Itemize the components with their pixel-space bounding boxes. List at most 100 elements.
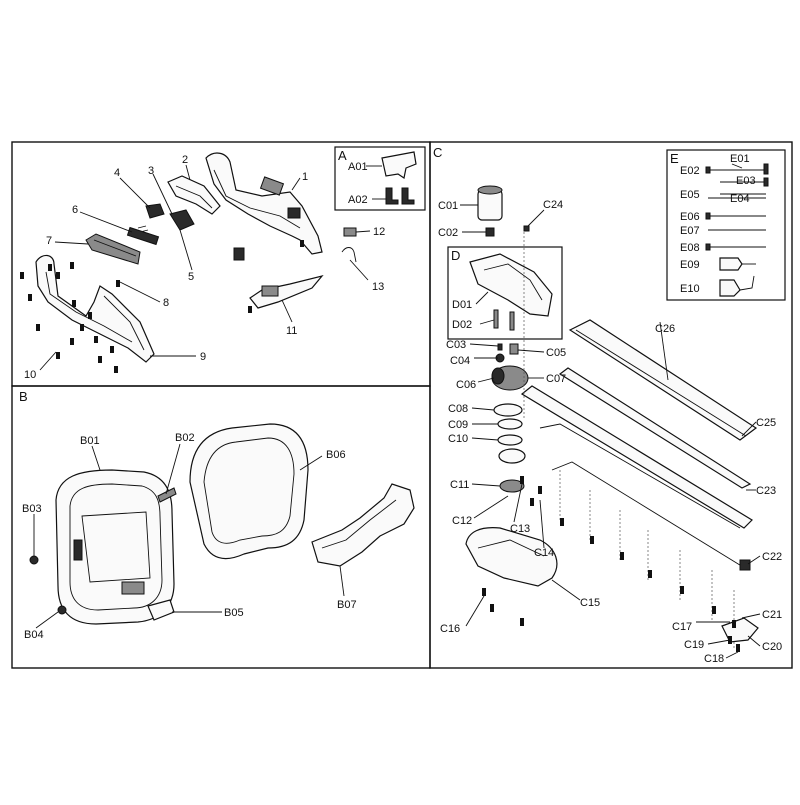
label-a01: A01 <box>348 161 368 173</box>
label-5: 5 <box>188 271 194 283</box>
label-e03: E03 <box>736 175 756 187</box>
part-1-handle-housing <box>205 152 323 255</box>
leaders-section-b <box>33 443 345 629</box>
label-e02: E02 <box>680 165 700 177</box>
label-8: 8 <box>163 297 169 309</box>
section-label-d: D <box>451 248 460 263</box>
part-a02-bracket-left <box>385 187 399 205</box>
label-c26: C26 <box>655 323 675 335</box>
label-e05: E05 <box>680 189 700 201</box>
label-c17: C17 <box>672 621 692 633</box>
label-b06: B06 <box>326 449 346 461</box>
label-a02: A02 <box>348 194 368 206</box>
section-label-e: E <box>670 151 679 166</box>
label-11: 11 <box>286 325 297 337</box>
label-9: 9 <box>200 351 206 363</box>
label-13: 13 <box>372 281 384 293</box>
part-c23-blade <box>520 385 753 529</box>
part-b07-cover <box>311 483 415 567</box>
section-label-c: C <box>433 145 442 160</box>
label-c07: C07 <box>546 373 566 385</box>
part-9-front-handle <box>35 254 155 363</box>
subframe-a <box>334 146 426 211</box>
subassembly-e-wires: E01 E02 E03 E04 E05 E06 E07 E08 E09 E10 <box>680 153 769 297</box>
section-label-b: B <box>19 389 28 404</box>
label-c02: C02 <box>438 227 458 239</box>
part-c02-pinion <box>485 227 495 237</box>
part-a01-clip <box>381 151 417 179</box>
section-label-a: A <box>338 148 347 163</box>
label-b02: B02 <box>175 432 195 444</box>
label-b05: B05 <box>224 607 244 619</box>
label-3: 3 <box>148 165 154 177</box>
label-c03: C03 <box>446 339 466 351</box>
label-1: 1 <box>302 171 308 183</box>
part-11-cover <box>249 274 324 309</box>
label-6: 6 <box>72 204 78 216</box>
part-b06-loop-handle <box>189 423 309 560</box>
label-c04: C04 <box>450 355 470 367</box>
part-13-wire-spring <box>341 247 357 263</box>
label-c08: C08 <box>448 403 468 415</box>
leaders-section-c <box>460 204 761 659</box>
label-c12: C12 <box>452 515 472 527</box>
label-c22: C22 <box>762 551 782 563</box>
handle-assembly-parts <box>35 152 357 363</box>
label-c10: C10 <box>448 433 468 445</box>
label-c25: C25 <box>756 417 776 429</box>
label-c21: C21 <box>762 609 782 621</box>
label-c09: C09 <box>448 419 468 431</box>
part-12-spring <box>343 227 357 237</box>
part-c24-screw <box>523 225 530 232</box>
section-frames <box>11 141 793 669</box>
part-b02-spring <box>157 487 177 503</box>
labels-section-b: B01 B02 B03 B04 B05 B06 B07 <box>22 432 357 641</box>
label-d01: D01 <box>452 299 472 311</box>
label-e06: E06 <box>680 211 700 223</box>
label-c13: C13 <box>510 523 530 535</box>
part-c26-blade-guard <box>568 319 758 441</box>
label-c20: C20 <box>762 641 782 653</box>
label-e08: E08 <box>680 242 700 254</box>
label-c19: C19 <box>684 639 704 651</box>
part-4-small-switch <box>145 203 165 219</box>
label-e01: E01 <box>730 153 750 165</box>
part-b03-nut <box>29 555 39 565</box>
part-d02-pin <box>493 309 499 329</box>
label-d02: D02 <box>452 319 472 331</box>
label-c15: C15 <box>580 597 600 609</box>
part-c05-shaft <box>509 343 519 355</box>
label-c01: C01 <box>438 200 458 212</box>
label-c16: C16 <box>440 623 460 635</box>
labels-section-c: C01 C02 C24 D01 D02 C03 C04 C05 C06 C07 … <box>438 199 782 665</box>
part-6-pad <box>126 226 160 246</box>
label-e10: E10 <box>680 283 700 295</box>
part-7-grip <box>85 233 141 265</box>
section-c-parts <box>465 185 759 650</box>
part-a02-bracket-right <box>401 187 415 205</box>
label-b01: B01 <box>80 435 100 447</box>
part-3-switch <box>169 209 195 231</box>
screws-section-1 <box>20 240 304 373</box>
part-c15-gear-cover <box>465 527 558 587</box>
labels-section-1: 1 2 3 4 5 6 7 8 9 10 11 12 13 <box>24 154 385 381</box>
part-c10-plate <box>497 434 523 446</box>
label-4: 4 <box>114 167 120 179</box>
label-b03: B03 <box>22 503 42 515</box>
part-5-clip <box>233 247 245 261</box>
part-e10-connector <box>719 279 741 297</box>
part-e09-connector <box>719 257 743 271</box>
subframe-e <box>666 149 786 301</box>
part-d01-gear-housing <box>469 253 553 317</box>
label-b07: B07 <box>337 599 357 611</box>
leaders-section-1 <box>39 164 371 371</box>
label-e07: E07 <box>680 225 700 237</box>
label-c24: C24 <box>543 199 563 211</box>
label-c23: C23 <box>756 485 776 497</box>
label-7: 7 <box>46 235 52 247</box>
label-c05: C05 <box>546 347 566 359</box>
subassembly-a: A01 A02 <box>348 151 417 206</box>
label-e04: E04 <box>730 193 750 205</box>
